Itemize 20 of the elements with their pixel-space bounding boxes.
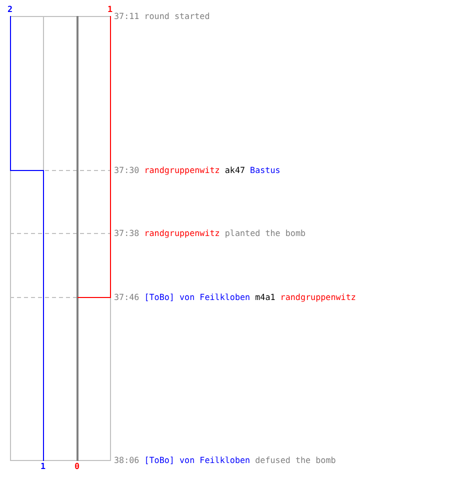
log-text: ak47 <box>224 164 246 176</box>
timestamp: 38:06 <box>114 454 140 466</box>
timestamp: 37:30 <box>114 164 140 176</box>
player-count: 0 <box>74 461 80 471</box>
timestamp: 37:11 <box>114 10 140 22</box>
log-text: m4a1 <box>255 291 276 303</box>
log-text: randgruppenwitz <box>280 291 356 303</box>
timestamp: 37:38 <box>114 227 140 239</box>
log-text: [ToBo] von Feilkloben <box>144 291 250 303</box>
player-count: 2 <box>7 4 13 14</box>
log-text: defused the bomb <box>255 454 336 466</box>
log-text: Bastus <box>250 164 280 176</box>
log-text: planted the bomb <box>224 227 306 239</box>
log-text: randgruppenwitz <box>144 164 220 176</box>
log-text: randgruppenwitz <box>144 227 220 239</box>
timestamp: 37:46 <box>114 291 140 303</box>
player-count: 1 <box>40 461 46 471</box>
player-count: 1 <box>107 4 113 14</box>
log-text: [ToBo] von Feilkloben <box>144 454 250 466</box>
log-text: round started <box>144 10 210 22</box>
